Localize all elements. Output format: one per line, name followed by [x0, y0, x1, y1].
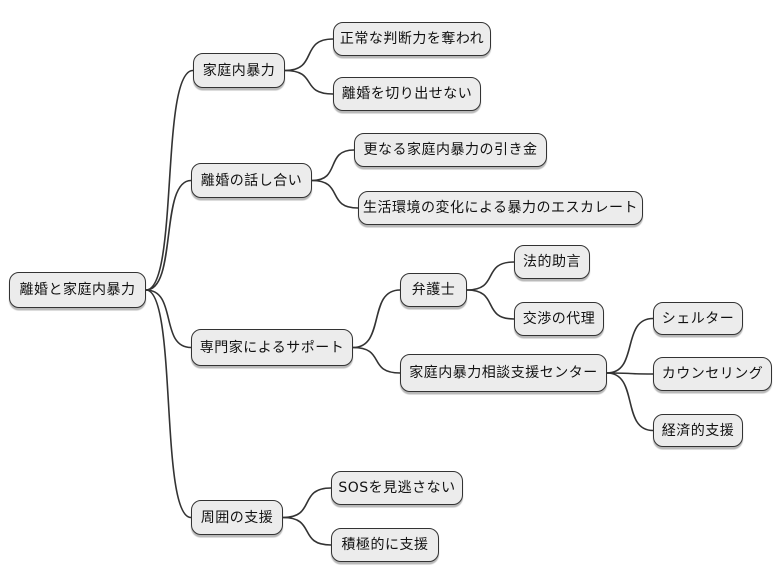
mindmap-node-talk: 離婚の話し合い	[191, 163, 312, 198]
mindmap-edge-sup-sup2	[282, 516, 332, 546]
mindmap-edge-root-pro	[145, 289, 192, 349]
mindmap-node-sup2: 積極的に支援	[331, 528, 439, 562]
mindmap-node-sup: 周囲の支援	[191, 500, 283, 535]
mindmap-edge-dv-dv1	[284, 38, 334, 72]
mindmap-edge-lawyer-law2	[466, 289, 515, 320]
mindmap-node-pro: 専門家によるサポート	[191, 329, 353, 366]
mindmap-edge-center-c3	[606, 372, 654, 432]
mindmap-edge-pro-lawyer	[352, 289, 401, 349]
mindmap-node-dv2: 離婚を切り出せない	[333, 77, 481, 111]
mindmap-node-c1: シェルター	[653, 302, 743, 335]
mindmap-edge-talk-talk2	[311, 179, 359, 209]
mindmap-edge-center-c2	[606, 372, 654, 375]
mindmap-edge-dv-dv2	[284, 69, 334, 95]
mindmap-node-c2: カウンセリング	[653, 357, 772, 391]
mindmap-node-c3: 経済的支援	[653, 414, 743, 447]
mindmap-edge-lawyer-law1	[466, 261, 515, 291]
mindmap-node-talk2: 生活環境の変化による暴力のエスカレート	[358, 191, 643, 225]
mindmap-edge-talk-talk1	[311, 149, 355, 182]
mindmap-node-lawyer: 弁護士	[400, 273, 467, 307]
mindmap-root-node: 離婚と家庭内暴力	[9, 272, 146, 308]
mindmap-edge-root-dv	[145, 69, 194, 291]
mindmap-edge-center-c1	[606, 317, 654, 374]
mindmap-edge-pro-center	[352, 346, 401, 374]
mindmap-edge-root-sup	[145, 289, 192, 519]
mindmap-node-talk1: 更なる家庭内暴力の引き金	[354, 133, 547, 167]
mindmap-edge-sup-sup1	[282, 487, 332, 519]
mindmap-node-dv1: 正常な判断力を奪われ	[333, 22, 491, 56]
mindmap-node-center: 家庭内暴力相談支援センター	[400, 354, 607, 392]
mindmap-node-dv: 家庭内暴力	[193, 53, 285, 88]
mindmap-node-law1: 法的助言	[514, 245, 590, 279]
mindmap-node-sup1: SOSを見逃さない	[331, 471, 463, 505]
mindmap-node-law2: 交渉の代理	[514, 302, 604, 336]
mindmap-edge-root-talk	[145, 179, 192, 291]
